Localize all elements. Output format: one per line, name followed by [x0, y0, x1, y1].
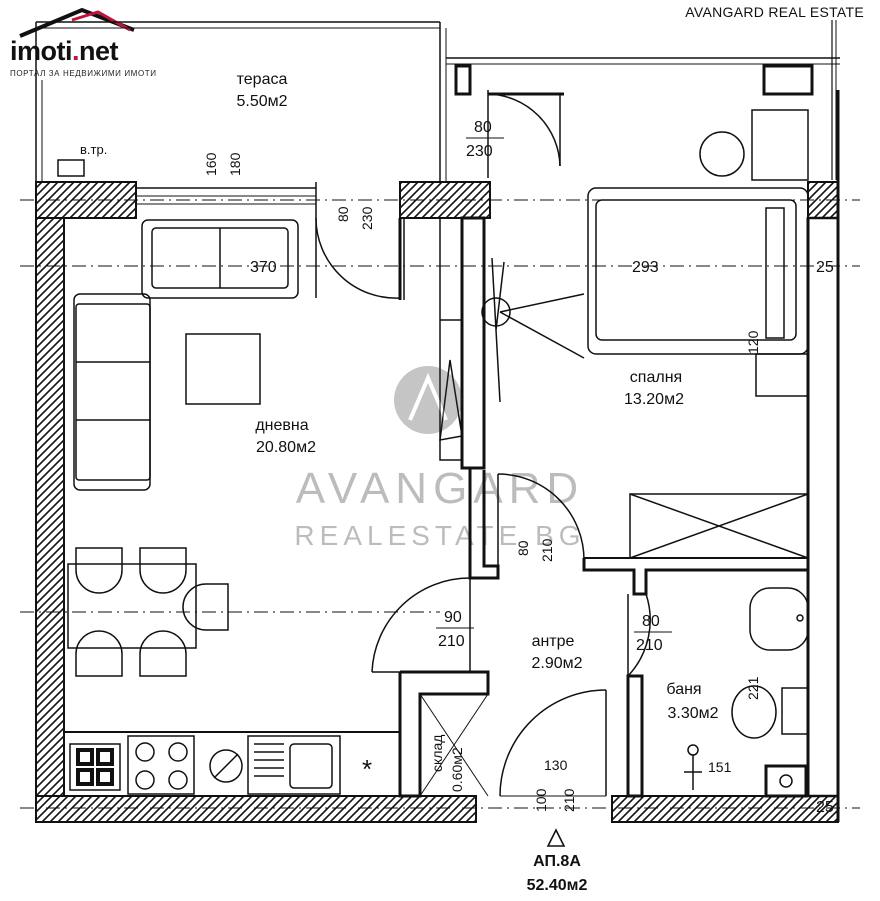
apartment-area: 52.40м2 [527, 877, 588, 894]
living-tv-unit [439, 257, 511, 441]
logo-roof-accent-icon [71, 10, 131, 32]
dim-221: 221 [745, 676, 761, 700]
agency-name: AVANGARD REAL ESTATE [685, 4, 864, 20]
star-mark: * [362, 754, 372, 784]
apartment-code: АП.8А [533, 853, 581, 870]
dim-25-top: 25 [816, 259, 834, 276]
room-area-storage: 0.60м2 [449, 747, 465, 792]
upper-right-terrace [446, 20, 840, 181]
bathroom-fixtures [684, 587, 809, 798]
room-name-bedroom: спалня [630, 369, 682, 386]
dim-bath-door-w: 80 [642, 613, 660, 630]
balcony-door [487, 90, 564, 178]
dim-bath-door-h: 210 [636, 637, 663, 654]
entrance-triangle-icon [546, 828, 566, 847]
dim-terrace-door-w: 80 [335, 206, 351, 222]
watermark-brand: AVANGARD [296, 464, 584, 513]
dim-entrance-h: 210 [561, 788, 577, 812]
terrace-outline [35, 21, 447, 205]
dim-151: 151 [708, 759, 732, 775]
dimension-labels: в.тр. 160 180 80 230 80 230 370 293 25 1… [80, 119, 834, 816]
imoti-logo: imoti.net [10, 36, 119, 67]
watermark: AVANGARD REALESTATE.BG [294, 366, 585, 551]
room-area-terrace: 5.50м2 [236, 93, 287, 110]
dim-160: 160 [203, 152, 219, 176]
dining-set [67, 547, 229, 677]
bed [499, 187, 809, 397]
dim-balcony-door-h: 230 [466, 143, 493, 160]
watermark-domain: REALESTATE.BG [294, 520, 585, 551]
dim-bedroom-door-h: 210 [539, 538, 555, 562]
dim-120: 120 [745, 330, 761, 354]
room-area-living: 20.80м2 [256, 439, 316, 456]
logo-tld: net [79, 36, 119, 66]
room-name-storage: склад [429, 735, 445, 772]
room-name-bath: баня [666, 681, 701, 698]
logo-name: imoti [10, 36, 73, 66]
room-name-terrace: тераса [237, 71, 288, 88]
dim-25-bottom: 25 [816, 799, 834, 816]
dim-living-door-h: 210 [438, 633, 465, 650]
kitchen-counter [64, 731, 400, 795]
logo-tagline: ПОРТАЛ ЗА НЕДВИЖИМИ ИМОТИ [10, 69, 157, 78]
dim-130: 130 [544, 757, 568, 773]
dim-living-door-w: 90 [444, 609, 462, 626]
dim-293: 293 [632, 259, 659, 276]
logo-dot: . [72, 36, 80, 66]
dim-180: 180 [227, 152, 243, 176]
dim-balcony-door-w: 80 [474, 119, 492, 136]
dim-bedroom-door-w: 80 [515, 540, 531, 556]
room-area-bath: 3.30м2 [667, 705, 718, 722]
room-labels: тераса 5.50м2 дневна 20.80м2 спалня 13.2… [236, 71, 718, 792]
living-furniture [73, 217, 463, 491]
dim-370: 370 [250, 259, 277, 276]
room-name-living: дневна [255, 417, 308, 434]
dim-entrance-w: 100 [533, 788, 549, 812]
room-area-bedroom: 13.20м2 [624, 391, 684, 408]
label-vtr: в.тр. [80, 142, 107, 157]
terrace-door [315, 182, 401, 299]
room-area-hall: 2.90м2 [531, 655, 582, 672]
rainwater-pipe [57, 159, 85, 177]
interior-doors [371, 473, 651, 797]
dim-terrace-door-h: 230 [359, 206, 375, 230]
room-name-hall: антре [532, 633, 575, 650]
wardrobe [629, 493, 809, 559]
